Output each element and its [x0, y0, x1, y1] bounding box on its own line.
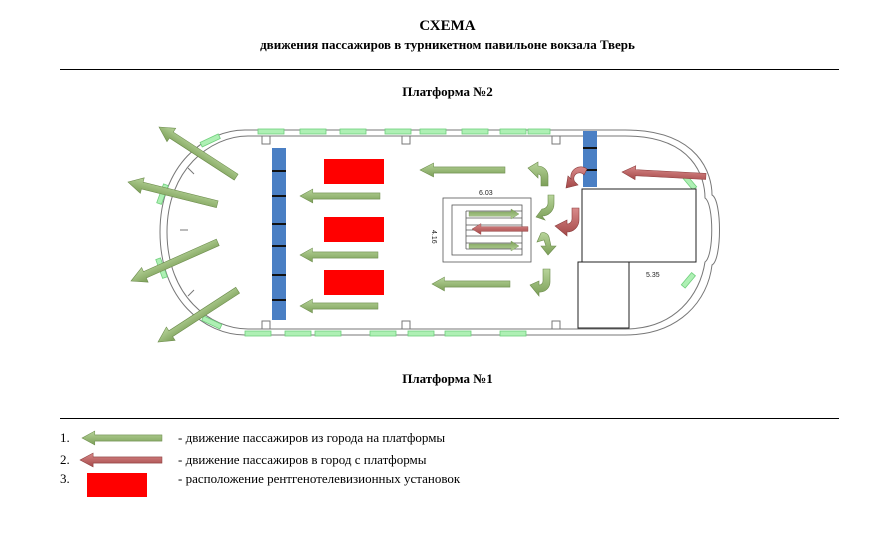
legend-symbol-xray	[87, 473, 147, 497]
green-arrow-exit-2	[125, 173, 220, 213]
green-arrow-stair-2	[468, 240, 520, 252]
legend-number-1: 1.	[60, 430, 70, 445]
red-curved-arrow	[554, 207, 580, 237]
diagram-title: СХЕМА	[419, 18, 476, 34]
green-arrows	[125, 119, 557, 350]
stair-depth-dimension: 4.16	[430, 230, 437, 244]
legend-number-3: 3.	[60, 471, 70, 486]
platform-1-label: Платформа №1	[402, 371, 493, 386]
green-arrow-hall-3	[299, 298, 379, 314]
legend-number-2: 2.	[60, 452, 70, 467]
green-arrow-exit-1	[154, 119, 242, 185]
xray-units	[324, 159, 384, 295]
staircase	[442, 197, 532, 263]
annex-rooms	[577, 188, 697, 329]
turnstile-row-left	[272, 148, 286, 320]
green-arrow-exit-3	[127, 234, 222, 289]
legend-text-3: - расположение рентгенотелевизионных уст…	[178, 471, 461, 486]
red-curved-arrow	[565, 166, 588, 189]
xray-unit	[324, 159, 384, 184]
legend-symbol-green-arrow	[81, 430, 163, 446]
green-arrow-hall-1	[299, 188, 381, 204]
green-curved-arrow	[535, 194, 555, 221]
xray-unit	[324, 270, 384, 295]
green-arrow-top	[419, 162, 506, 178]
green-curved-arrow	[529, 268, 551, 297]
platform-2-label: Платформа №2	[402, 84, 493, 99]
annex-width-dimension: 5.35	[646, 272, 660, 279]
diagram-subtitle: движения пассажиров в турникетном павиль…	[260, 37, 635, 52]
green-curved-arrow	[527, 161, 549, 187]
legend-symbol-red-arrow	[79, 452, 163, 468]
red-arrow-entrance	[621, 164, 707, 184]
green-arrow-bottom	[431, 276, 511, 292]
top-divider	[60, 69, 839, 70]
stair-width-dimension: 6.03	[479, 190, 493, 197]
green-curved-arrow	[536, 232, 557, 256]
building-outline	[159, 129, 720, 336]
xray-unit	[324, 217, 384, 242]
green-arrow-hall-2	[299, 247, 379, 263]
turnstile-row-right	[583, 131, 597, 187]
legend-text-1: - движение пассажиров из города на платф…	[178, 430, 446, 445]
windows	[155, 128, 698, 337]
green-arrow-exit-4	[153, 283, 243, 350]
legend-text-2: - движение пассажиров в город с платформ…	[178, 452, 427, 467]
green-arrow-stair-1	[468, 208, 520, 220]
bottom-divider	[60, 418, 839, 419]
red-arrows	[471, 164, 707, 237]
